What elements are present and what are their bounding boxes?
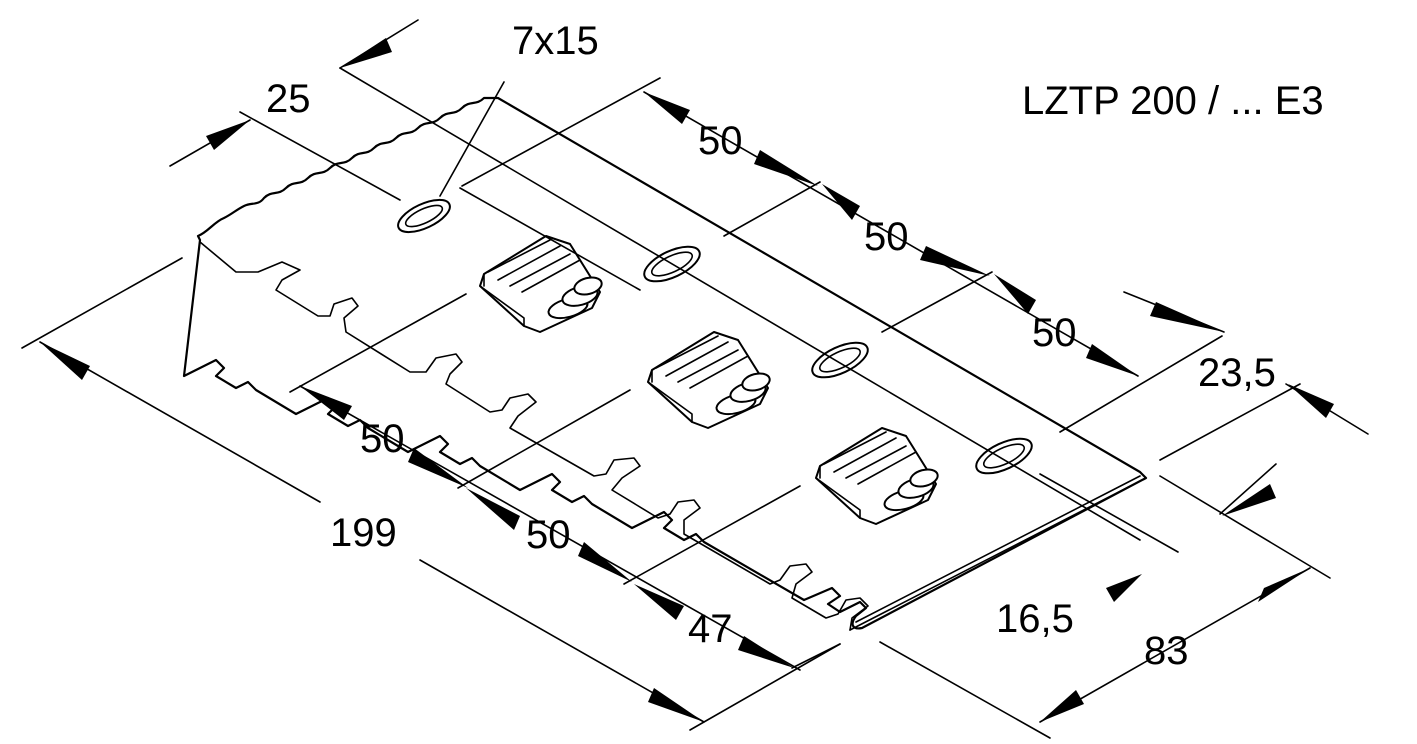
dim-25: 25 bbox=[266, 77, 311, 121]
dim-bottom-50-a: 50 bbox=[360, 417, 405, 461]
dim-top-50-b: 50 bbox=[864, 215, 909, 259]
dim-bottom-50-b: 50 bbox=[526, 513, 571, 557]
dim-top-50-a: 50 bbox=[698, 119, 743, 163]
front-edge-profile bbox=[199, 241, 869, 631]
dim-23-5: 23,5 bbox=[1198, 351, 1276, 395]
dim-slot: 7x15 bbox=[512, 19, 599, 63]
spring-clip-1 bbox=[479, 235, 603, 333]
dim-16-5: 16,5 bbox=[996, 597, 1074, 641]
dim-top-50-c: 50 bbox=[1032, 311, 1077, 355]
spring-clip-2 bbox=[647, 331, 771, 429]
spring-clip-3 bbox=[815, 427, 939, 525]
dim-47: 47 bbox=[688, 607, 733, 651]
slot-3 bbox=[811, 341, 869, 379]
dimension-labels: 7x15 25 50 50 50 23,5 199 50 50 47 16,5 … bbox=[266, 19, 1276, 673]
slot-1 bbox=[397, 198, 451, 234]
product-code: LZTP 200 / ... E3 bbox=[1022, 79, 1324, 123]
slots bbox=[397, 198, 1033, 475]
slot-4 bbox=[975, 437, 1033, 475]
plate-right-edge bbox=[849, 477, 1147, 631]
dim-83: 83 bbox=[1144, 629, 1189, 673]
arrowheads bbox=[40, 38, 1334, 722]
dim-199: 199 bbox=[330, 511, 397, 555]
